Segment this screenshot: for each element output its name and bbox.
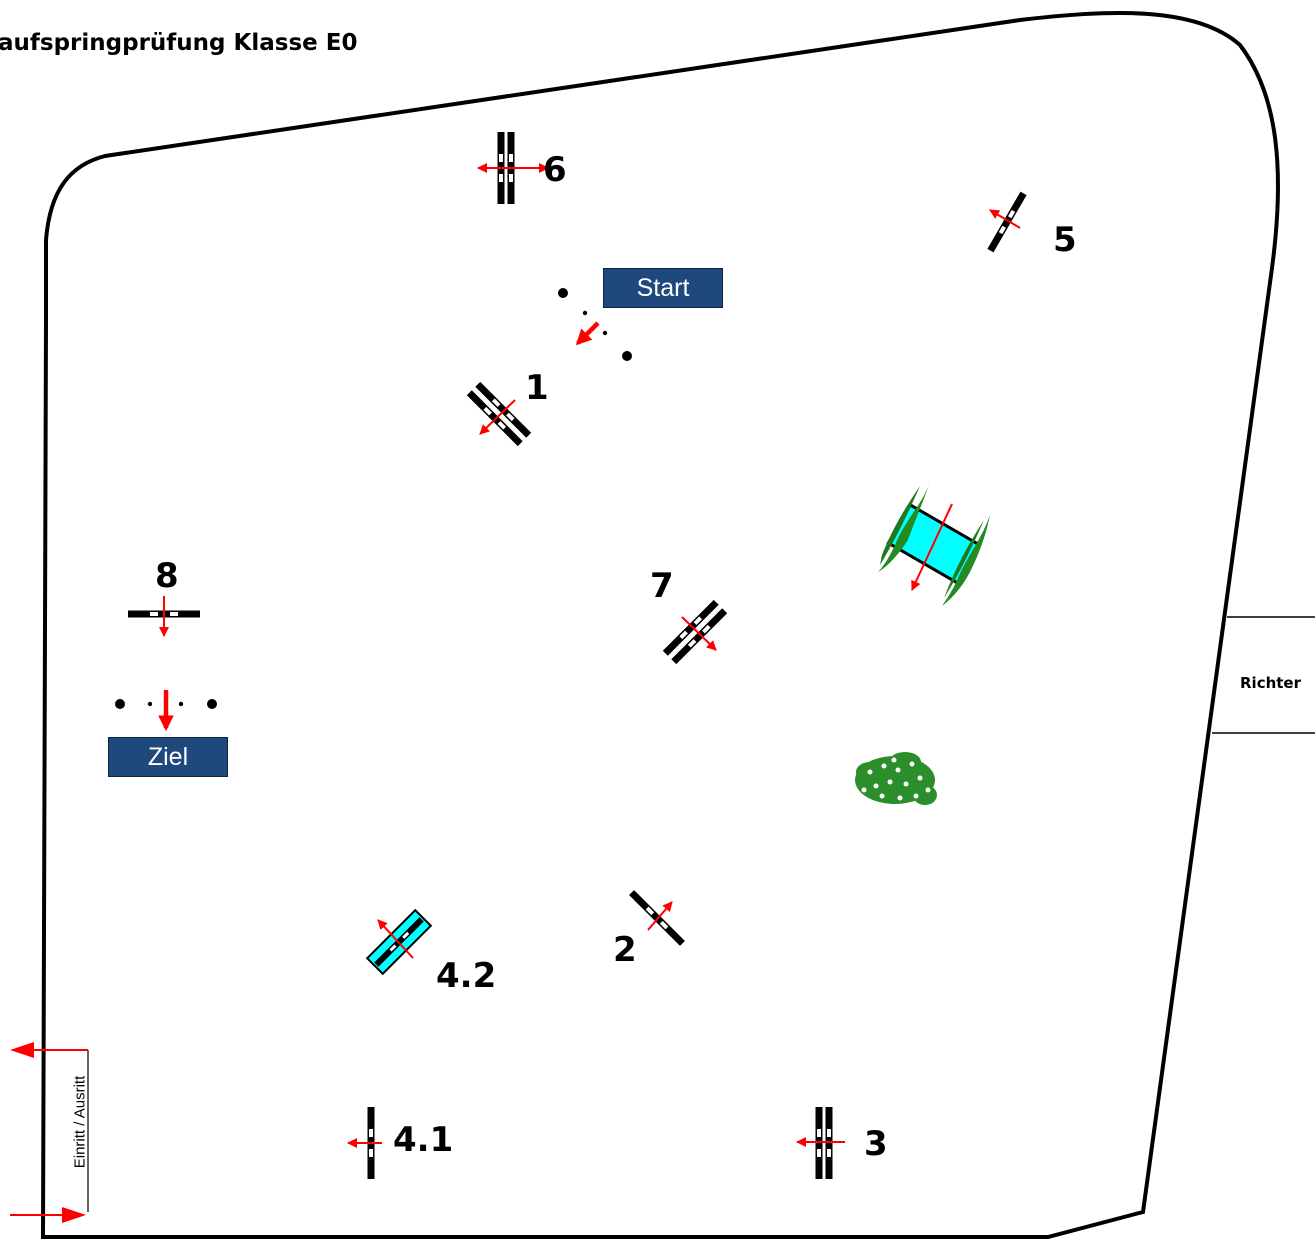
exit-arrow-icon — [10, 1042, 88, 1058]
direction-arrow-icon — [681, 616, 717, 651]
obstacle-number-4-1: 4.1 — [393, 1120, 454, 1160]
obstacle-number-6: 5 — [1053, 220, 1077, 260]
start-line-icon — [558, 288, 632, 361]
obstacle-number-4-2: 4.2 — [436, 956, 497, 996]
jump-fence-icon — [662, 599, 728, 665]
entry-exit-label: Einritt / Ausritt — [71, 1075, 89, 1169]
direction-arrow-icon — [377, 919, 414, 959]
start-label: Start — [603, 268, 723, 308]
flower-bed-icon — [855, 752, 937, 805]
obstacle-number-5: 7 — [650, 566, 674, 606]
obstacle-number-8: 8 — [155, 556, 179, 596]
obstacle-number-3: 3 — [864, 1124, 888, 1164]
direction-arrow-icon — [989, 209, 1021, 229]
finish-label: Ziel — [108, 737, 228, 777]
obstacle-number-1: 1 — [525, 368, 549, 408]
jump-fence-icon — [466, 381, 532, 447]
judge-label: Richter — [1240, 674, 1302, 692]
direction-arrow-icon — [647, 901, 673, 931]
page-title: aufspringprüfung Klasse E0 — [0, 30, 358, 56]
finish-line-icon — [115, 690, 217, 732]
obstacle-number-2: 2 — [613, 930, 637, 970]
direction-arrow-icon — [479, 399, 516, 435]
entry-arrow-icon — [10, 1207, 86, 1223]
jump-fence-icon — [987, 191, 1027, 253]
arena-outline — [40, 10, 1280, 1239]
obstacle-number-7: 6 — [543, 150, 567, 190]
water-jump-icon — [878, 482, 990, 606]
